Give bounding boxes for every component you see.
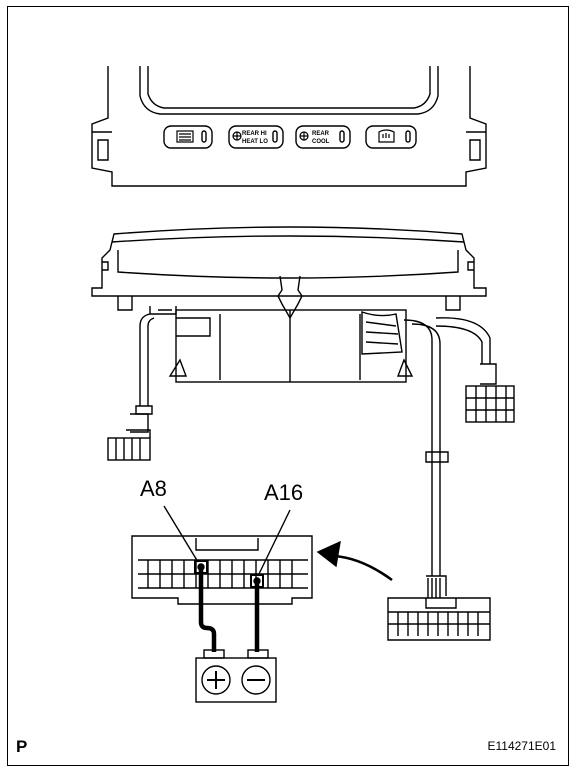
- left-connector: [107, 429, 151, 461]
- panel-button-2-line2: HEAT LO: [242, 139, 268, 145]
- figure-id: E114271E01: [487, 739, 556, 753]
- a16-leader-line: [257, 509, 291, 577]
- terminal-label-a16: A16: [264, 480, 303, 505]
- main-harness: [403, 319, 449, 598]
- corner-label: P: [16, 737, 27, 756]
- a8-leader-line: [163, 505, 199, 563]
- fan-icon: [232, 131, 242, 141]
- control-unit: [91, 226, 487, 383]
- bottom-connector: [387, 597, 491, 641]
- panel-button-2-line1: REAR HI: [242, 131, 267, 137]
- rear-defogger-icon: [176, 130, 194, 143]
- battery: [195, 649, 277, 703]
- right-harness: [435, 317, 497, 385]
- panel-button-2[interactable]: [228, 125, 284, 149]
- left-harness: [130, 313, 155, 433]
- right-connector: [465, 385, 515, 423]
- panel-button-1[interactable]: [163, 125, 213, 149]
- negative-terminal-symbol: [241, 665, 271, 695]
- positive-terminal-symbol: [201, 665, 231, 695]
- panel-button-4[interactable]: [365, 125, 417, 149]
- panel-button-3[interactable]: [295, 125, 351, 149]
- positive-test-lead: [198, 570, 217, 652]
- control-panel: [91, 66, 487, 187]
- fan-icon: [299, 131, 309, 141]
- panel-button-3-line1: REAR: [312, 131, 330, 137]
- front-defroster-icon: [378, 129, 395, 143]
- panel-button-3-line2: COOL: [312, 139, 330, 145]
- curved-arrow: [316, 540, 393, 582]
- terminal-label-a8: A8: [140, 476, 167, 501]
